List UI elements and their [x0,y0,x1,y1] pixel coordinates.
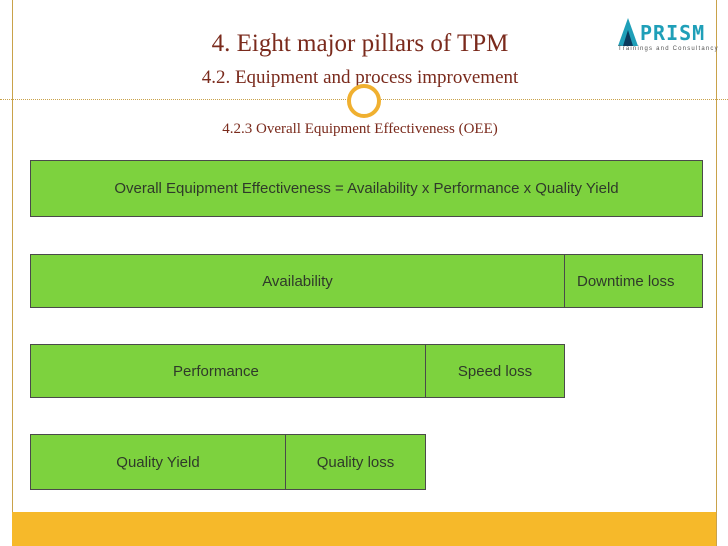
oee-formula-box: Overall Equipment Effectiveness = Availa… [30,160,703,217]
downtime-loss-box: Downtime loss [564,254,703,308]
right-frame-line [716,0,717,546]
speed-loss-box: Speed loss [425,344,565,398]
section-heading: 4.2.3 Overall Equipment Effectiveness (O… [222,121,498,137]
logo-tagline: Trainings and Consultancy [618,46,719,52]
quality-loss-box: Quality loss [285,434,426,490]
performance-box: Performance [30,344,426,398]
slide-title: 4. Eight major pillars of TPM [211,30,509,57]
footer-bar [12,512,716,546]
quality-yield-box: Quality Yield [30,434,286,490]
prism-logo-icon: PRISM [618,18,705,46]
availability-box: Availability [30,254,565,308]
left-frame-line [12,0,13,546]
ring-ornament-icon [347,84,381,118]
logo-wordmark: PRISM [640,21,705,45]
slide-subtitle: 4.2. Equipment and process improvement [201,67,519,88]
